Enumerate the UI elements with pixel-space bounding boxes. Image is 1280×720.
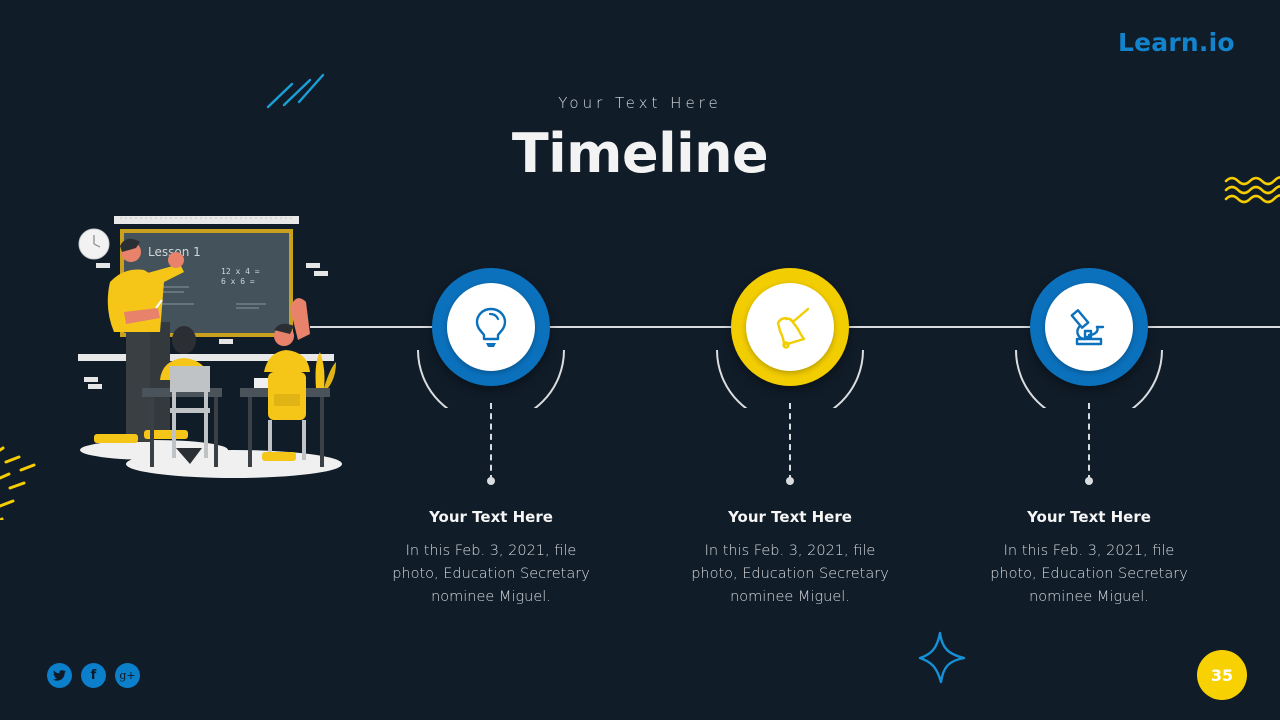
milestone-dot: [786, 477, 794, 485]
milestone-title: Your Text Here: [728, 508, 852, 526]
brand-logo: Learn.io: [1118, 28, 1235, 57]
sparkle-star-decoration-icon: [918, 631, 966, 684]
page-number: 35: [1210, 665, 1234, 685]
google-plus-button[interactable]: g+: [115, 663, 140, 688]
milestone-dot: [487, 477, 495, 485]
slide-title: Timeline: [511, 122, 769, 185]
timeline-milestone: Your Text Here In this Feb. 3, 2021, fil…: [690, 268, 890, 618]
milestone-title: Your Text Here: [1027, 508, 1151, 526]
lightbulb-icon: [475, 307, 507, 347]
milestone-connector: [789, 403, 791, 481]
microscope-icon: [1070, 309, 1105, 346]
milestone-ring: [1030, 268, 1148, 386]
milestone-description: In this Feb. 3, 2021, file photo, Educat…: [990, 543, 1188, 605]
milestone-connector: [1088, 403, 1090, 481]
wave-lines-decoration-icon: [1224, 176, 1280, 204]
slide-subtitle: Your Text Here: [558, 94, 722, 112]
slash-lines-decoration-icon: [266, 73, 325, 109]
classroom-illustration: Lesson 1 12 x 4 = 6 x 6 =: [78, 216, 342, 478]
timeline-milestone: Your Text Here In this Feb. 3, 2021, fil…: [989, 268, 1189, 618]
milestone-title: Your Text Here: [429, 508, 553, 526]
milestone-ring: [432, 268, 550, 386]
dash-lines-decoration-icon: [0, 446, 36, 520]
svg-text:6 x 6 =: 6 x 6 =: [221, 277, 255, 286]
school-bell-icon: [776, 307, 810, 349]
milestone-dot: [1085, 477, 1093, 485]
facebook-icon: f: [90, 668, 97, 683]
milestone-description: In this Feb. 3, 2021, file photo, Educat…: [392, 543, 590, 605]
milestone-connector: [490, 403, 492, 481]
svg-text:12 x 4 =: 12 x 4 =: [221, 267, 260, 276]
page-number-badge: 35: [1197, 650, 1247, 700]
facebook-button[interactable]: f: [81, 663, 106, 688]
twitter-button[interactable]: [47, 663, 72, 688]
twitter-icon: [53, 670, 66, 681]
timeline-milestone: Your Text Here In this Feb. 3, 2021, fil…: [391, 268, 591, 618]
milestone-ring: [731, 268, 849, 386]
milestone-description: In this Feb. 3, 2021, file photo, Educat…: [691, 543, 889, 605]
milestone-arc: [1015, 349, 1163, 408]
milestone-arc: [716, 349, 864, 408]
milestone-arc: [417, 349, 565, 408]
svg-text:Lesson 1: Lesson 1: [148, 245, 201, 259]
google-plus-icon: g+: [119, 669, 136, 682]
